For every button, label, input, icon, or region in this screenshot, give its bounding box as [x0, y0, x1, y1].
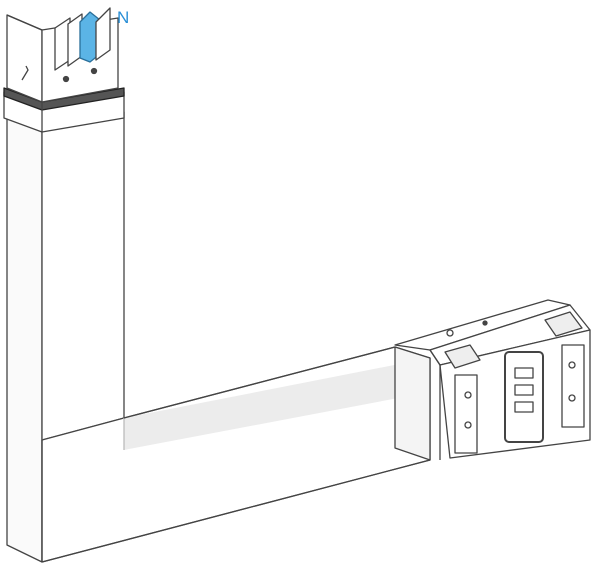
horizontal-arm: [41, 346, 431, 563]
vertical-trunk: [6, 109, 125, 563]
neutral-phase-label: N: [117, 8, 130, 27]
top-connector-head: [3, 7, 125, 133]
joint-block: [394, 299, 591, 461]
